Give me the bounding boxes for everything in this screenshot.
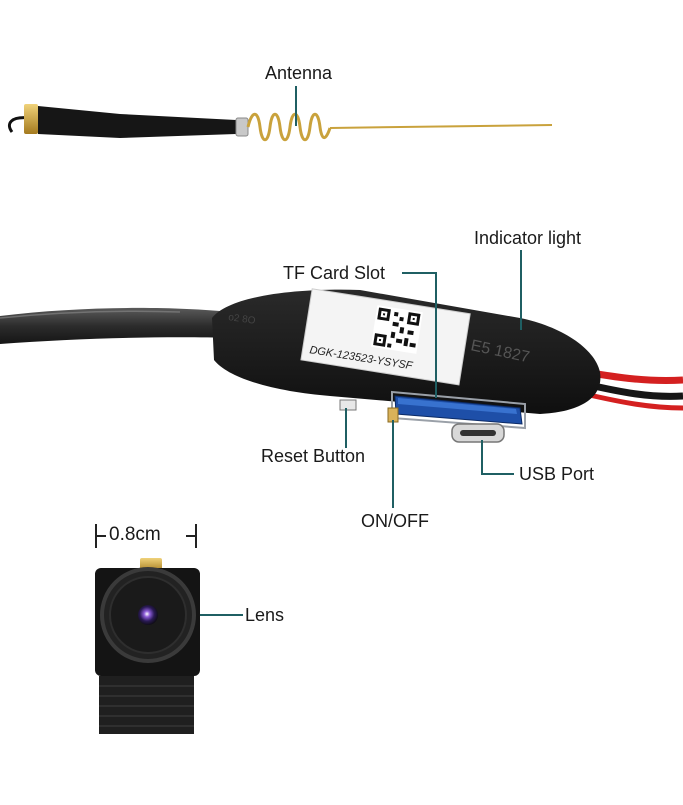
svg-text:o2 8O: o2 8O — [228, 312, 257, 327]
reset-button-part — [339, 399, 357, 411]
antenna-assembly — [7, 104, 553, 142]
antenna-coil — [246, 112, 332, 142]
antenna-ferrule — [235, 117, 249, 137]
antenna-sleeve — [38, 106, 236, 138]
reset-button-label: Reset Button — [261, 446, 366, 466]
on-off-label: ON/OFF — [361, 511, 429, 531]
antenna-label: Antenna — [265, 63, 333, 83]
dimension-label: 0.8cm — [109, 524, 161, 545]
usb-port-label: USB Port — [519, 464, 595, 484]
qr-code — [370, 305, 423, 354]
antenna-connector — [24, 104, 38, 134]
usb-port — [451, 423, 505, 443]
tf-card-slot-label: TF Card Slot — [283, 263, 386, 283]
main-module: o2 8O E5 1827 DGK-123523-YSYSF — [0, 288, 683, 443]
ribbon-cable — [0, 307, 232, 344]
camera-module — [95, 524, 200, 734]
black-wire — [584, 380, 683, 400]
qr-sticker: DGK-123523-YSYSF — [300, 288, 471, 386]
antenna-wire — [329, 124, 553, 129]
dimension-bracket — [95, 524, 197, 548]
indicator-light-label: Indicator light — [474, 228, 582, 248]
lens-label: Lens — [245, 605, 285, 625]
lens-glass — [138, 605, 158, 625]
on-off-switch-part — [387, 407, 399, 423]
